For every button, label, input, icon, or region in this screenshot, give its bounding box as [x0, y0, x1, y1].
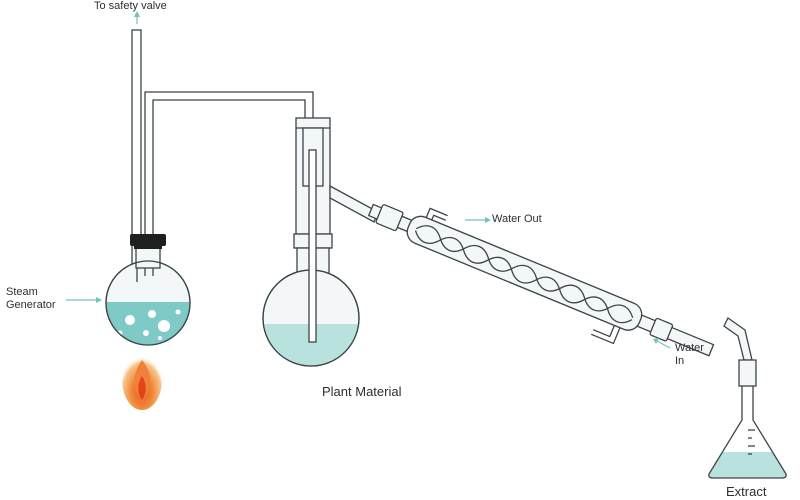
extract-liquid: [708, 452, 787, 478]
outlet-adapter: [723, 317, 753, 361]
safety-valve-tube: [131, 29, 142, 269]
extract-label: Extract: [726, 484, 767, 499]
extract-receiver-flask: [708, 359, 787, 479]
steam-generator-label-line2: Generator: [6, 299, 56, 311]
water-in-label-line2: In: [675, 355, 685, 367]
condenser: [367, 203, 715, 357]
stopper: [130, 234, 166, 246]
water-in-label-line1: Water: [675, 342, 704, 354]
water-out-label: Water Out: [492, 213, 542, 225]
steam-delivery-tube: [144, 91, 314, 268]
plant-material-label: Plant Material: [322, 384, 402, 399]
plant-material-flask: [262, 117, 379, 367]
steam-generator-label: Steam Generator: [6, 286, 56, 312]
water-in-label: Water In: [675, 342, 704, 368]
burner-flame: [122, 350, 162, 410]
steam-generator-label-line1: Steam: [6, 286, 38, 298]
safety-valve-label: To safety valve: [94, 0, 167, 12]
condenser-jacket: [406, 215, 643, 331]
